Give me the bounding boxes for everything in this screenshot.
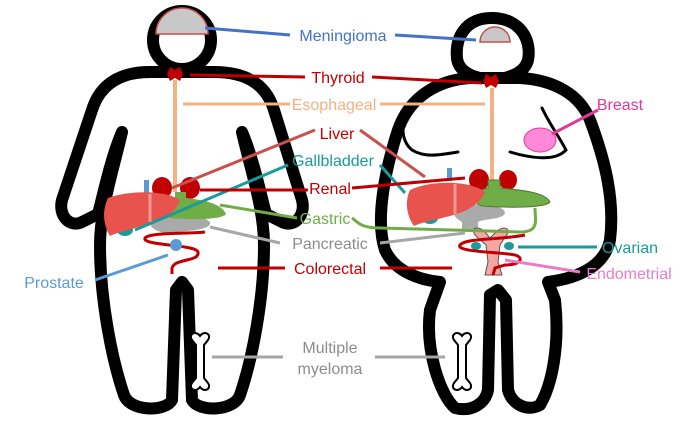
breast-line — [551, 108, 599, 136]
female-ovary-right — [504, 242, 514, 250]
male-bone-icon — [190, 332, 210, 391]
male-meningioma-organ — [155, 7, 209, 35]
label-prostate: Prostate — [24, 275, 84, 292]
connector-lines — [94, 26, 599, 359]
liver-line — [171, 128, 426, 190]
label-breast: Breast — [597, 97, 644, 114]
meningioma-line — [204, 26, 477, 42]
female-pancreas-organ — [453, 204, 505, 230]
male-thyroid-organ — [167, 67, 183, 81]
female-breast-curve-left — [401, 103, 460, 157]
female-ovary-left — [471, 242, 481, 250]
thyroid-line — [189, 73, 483, 85]
label-renal: Renal — [309, 181, 351, 198]
female-meningioma-organ — [479, 26, 511, 43]
male-vessel — [144, 180, 149, 194]
gastric-line — [219, 203, 538, 234]
label-gallbladder: Gallbladder — [292, 153, 375, 170]
renal-line — [200, 176, 466, 192]
male-pancreas-organ — [150, 214, 211, 234]
label-thyroid: Thyroid — [311, 70, 364, 87]
male-figure — [55, 5, 309, 415]
gallbladder-line — [134, 163, 407, 232]
label-endometrial: Endometrial — [586, 266, 671, 283]
label-ovarian: Ovarian — [602, 240, 658, 257]
label-esophageal: Esophageal — [292, 97, 377, 114]
prostate-line — [94, 253, 169, 282]
female-kidney-left — [469, 169, 489, 191]
label-gastric: Gastric — [300, 211, 351, 228]
endometrial-line — [504, 258, 581, 274]
label-myeloma-line1: Multiple — [302, 340, 357, 357]
label-pancreatic: Pancreatic — [292, 236, 368, 253]
female-breast-curve-right — [508, 106, 568, 160]
female-bone-icon — [452, 332, 472, 391]
pancreatic-line — [209, 225, 466, 245]
labels: Meningioma Thyroid Esophageal Breast Liv… — [24, 28, 671, 378]
label-myeloma-line2: myeloma — [298, 361, 363, 378]
female-kidney-right — [499, 170, 517, 190]
male-liver-organ — [104, 192, 180, 236]
label-colorectal: Colorectal — [294, 261, 366, 278]
female-breast-organ — [523, 127, 557, 153]
female-figure — [374, 12, 618, 415]
female-liver-organ — [406, 182, 485, 226]
label-meningioma: Meningioma — [299, 28, 386, 45]
female-thyroid-organ — [483, 74, 499, 88]
male-prostate-organ — [170, 239, 182, 251]
female-vessel — [447, 168, 452, 181]
label-liver: Liver — [320, 126, 355, 143]
